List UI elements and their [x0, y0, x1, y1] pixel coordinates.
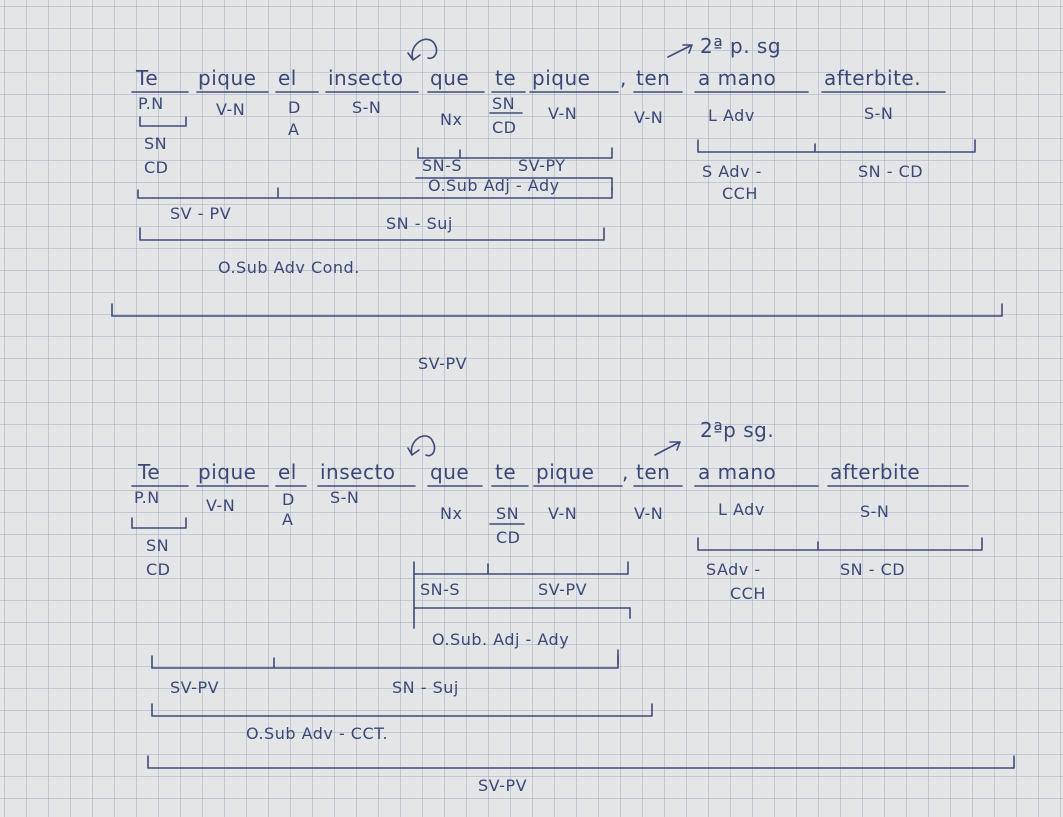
word-insecto: insecto — [328, 66, 404, 90]
label-el-d: D — [282, 490, 295, 509]
word-a-mano: a mano — [698, 460, 777, 484]
analysis-1-lines — [111, 38, 1003, 317]
group-sv-pv-main: SV-PV — [478, 776, 528, 795]
label-te-2-sn: SN — [496, 504, 520, 523]
group-sn-suj: SN - Suj — [386, 214, 453, 233]
group-te-cd: CD — [144, 158, 169, 177]
group-sadv: S Adv - — [702, 162, 762, 181]
word-pique: pique — [198, 66, 257, 90]
word-pique-2: pique — [532, 66, 591, 90]
group-te-sn: SN — [146, 536, 170, 555]
group-osub-adj: O.Sub. Adj - Ady — [432, 630, 570, 649]
group-sv-py: SV-PY — [518, 156, 566, 175]
word-te: Te — [136, 66, 159, 90]
word-afterbite: afterbite. — [824, 66, 922, 90]
label-pique-2: V-N — [548, 104, 578, 123]
label-insecto: S-N — [330, 488, 360, 507]
person-annotation: 2ªp sg. — [700, 418, 775, 442]
person-annotation: 2ª p. sg — [700, 34, 782, 58]
group-osub-adj: O.Sub Adj - Ady — [428, 176, 560, 195]
word-insecto: insecto — [320, 460, 396, 484]
word-comma: , — [622, 460, 629, 484]
word-te-2: te — [495, 460, 517, 484]
label-el-d: D — [288, 98, 301, 117]
word-afterbite: afterbite — [830, 460, 921, 484]
label-te-2-sn: SN — [492, 94, 516, 113]
group-te-sn: SN — [144, 134, 168, 153]
group-sv-pv: SV - PV — [170, 204, 232, 223]
label-que: Nx — [440, 110, 463, 129]
word-te-2: te — [495, 66, 517, 90]
word-te: Te — [138, 460, 161, 484]
label-pique: V-N — [216, 100, 246, 119]
label-a-mano: L Adv — [708, 106, 755, 125]
word-que: que — [430, 66, 470, 90]
group-sn-s: SN-S — [420, 580, 461, 599]
label-te: P.N — [138, 94, 164, 113]
label-que: Nx — [440, 504, 463, 523]
word-el: el — [278, 66, 297, 90]
label-afterbite: S-N — [864, 104, 894, 123]
word-a-mano: a mano — [698, 66, 777, 90]
group-sv-py: SV-PV — [538, 580, 588, 599]
word-pique: pique — [198, 460, 257, 484]
group-osub-adv: O.Sub Adv Cond. — [218, 258, 360, 277]
group-osub-adv: O.Sub Adv - CCT. — [246, 724, 389, 743]
label-el-a: A — [282, 510, 294, 529]
label-pique: V-N — [206, 496, 236, 515]
group-sn-cd: SN - CD — [840, 560, 906, 579]
group-sn-s: SN-S — [422, 156, 463, 175]
label-ten: V-N — [634, 108, 664, 127]
group-sn-suj: SN - Suj — [392, 678, 459, 697]
label-pique-2: V-N — [548, 504, 578, 523]
group-sn-cd: SN - CD — [858, 162, 924, 181]
label-te-2-cd: CD — [492, 118, 517, 137]
analysis-2-lines — [131, 435, 1015, 769]
label-afterbite: S-N — [860, 502, 890, 521]
group-sv-pv: SV-PV — [170, 678, 220, 697]
word-el: el — [278, 460, 297, 484]
label-te: P.N — [134, 488, 160, 507]
label-te-2-cd: CD — [496, 528, 521, 547]
word-comma: , — [620, 66, 627, 90]
group-sv-pv-main: SV-PV — [418, 354, 468, 373]
group-te-cd: CD — [146, 560, 171, 579]
word-que: que — [430, 460, 470, 484]
word-ten: ten — [636, 66, 671, 90]
label-insecto: S-N — [352, 98, 382, 117]
label-a-mano: L Adv — [718, 500, 765, 519]
group-sadv: SAdv - — [706, 560, 761, 579]
label-ten: V-N — [634, 504, 664, 523]
word-pique-2: pique — [536, 460, 595, 484]
word-ten: ten — [636, 460, 671, 484]
label-el-a: A — [288, 120, 300, 139]
group-cch: CCH — [730, 584, 766, 603]
group-cch: CCH — [722, 184, 758, 203]
